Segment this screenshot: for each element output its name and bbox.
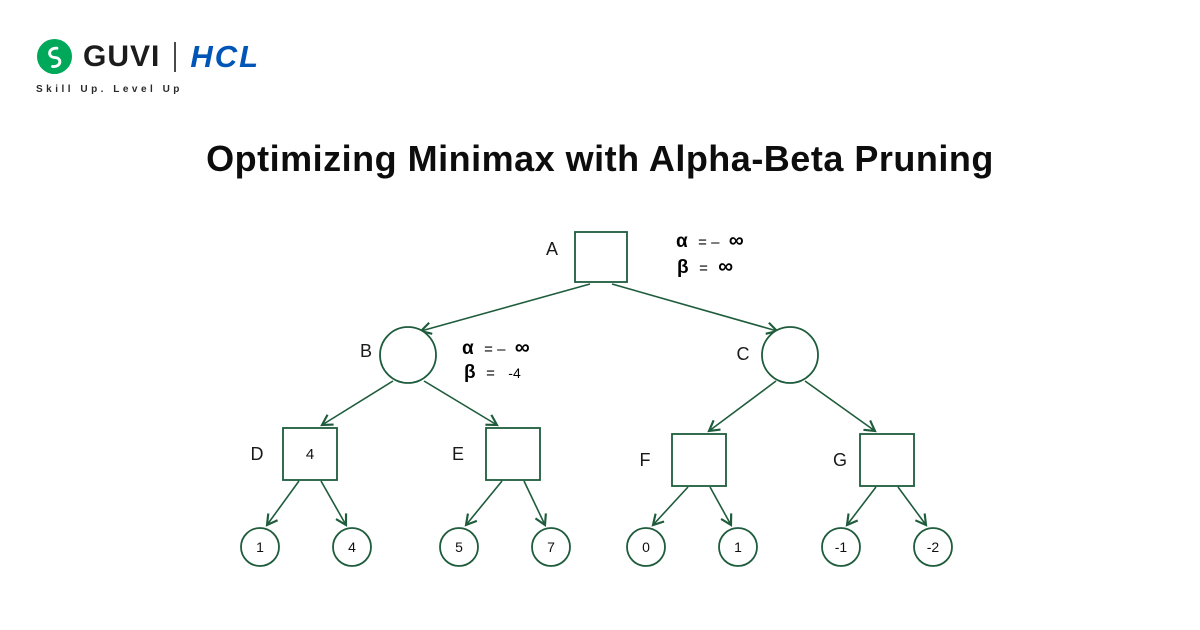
brand-lockup: GUVI HCL bbox=[36, 38, 260, 75]
leaf-value: 5 bbox=[455, 539, 463, 555]
leaf-node-g2: -2 bbox=[913, 527, 953, 567]
brand-divider bbox=[174, 41, 177, 72]
leaf-value: 0 bbox=[642, 539, 650, 555]
alpha-symbol: α bbox=[676, 231, 688, 252]
leaf-node-e2: 7 bbox=[531, 527, 571, 567]
annotation-node-b: α = – ∞ β = -4 bbox=[462, 336, 530, 383]
partner-logo: HCL bbox=[190, 38, 261, 74]
node-b: B bbox=[360, 326, 437, 384]
page-title: Optimizing Minimax with Alpha-Beta Pruni… bbox=[206, 138, 994, 179]
edge-b-e bbox=[423, 380, 499, 427]
leaf-node-f1: 0 bbox=[626, 527, 666, 567]
edge-g-leaf1 bbox=[845, 486, 877, 527]
edge-c-g bbox=[804, 380, 877, 433]
node-d-value: 4 bbox=[306, 446, 314, 463]
node-g-label: G bbox=[833, 450, 847, 470]
node-c: C bbox=[737, 326, 819, 384]
node-d-label: D bbox=[251, 444, 264, 464]
leaf-node-g1: -1 bbox=[821, 527, 861, 567]
beta-symbol: β bbox=[464, 362, 476, 383]
edge-e-leaf1 bbox=[464, 480, 503, 527]
brand-tagline: Skill Up. Level Up bbox=[36, 84, 183, 95]
annotation-root-alpha: α = – ∞ bbox=[676, 229, 744, 252]
brand-name: GUVI bbox=[83, 39, 161, 73]
header: GUVI HCL Skill Up. Level Up bbox=[36, 38, 260, 96]
alpha-symbol: α bbox=[462, 338, 474, 359]
node-g: G bbox=[833, 433, 915, 487]
node-f-label: F bbox=[640, 450, 651, 470]
node-b-label: B bbox=[360, 341, 372, 361]
node-d: D 4 bbox=[251, 427, 338, 481]
node-f: F bbox=[640, 433, 727, 487]
node-e-label: E bbox=[452, 444, 464, 464]
leaf-node-f2: 1 bbox=[718, 527, 758, 567]
node-a-label: A bbox=[546, 239, 558, 259]
leaf-node-e1: 5 bbox=[439, 527, 479, 567]
edge-a-b bbox=[418, 283, 591, 335]
edge-a-c bbox=[611, 283, 780, 335]
leaf-node-d2: 4 bbox=[332, 527, 372, 567]
leaf-value: 1 bbox=[256, 539, 264, 555]
leaf-value: 7 bbox=[547, 539, 555, 555]
guvi-logo-icon bbox=[36, 38, 73, 75]
annotation-root-beta: β = ∞ bbox=[677, 255, 733, 278]
node-a: A bbox=[546, 231, 628, 283]
edge-d-leaf1 bbox=[265, 480, 300, 527]
node-c-label: C bbox=[737, 344, 750, 364]
edge-e-leaf2 bbox=[523, 480, 547, 527]
leaf-node-d1: 1 bbox=[240, 527, 280, 567]
node-e: E bbox=[452, 427, 541, 481]
edge-b-d bbox=[320, 380, 394, 427]
annotation-b-beta: β = -4 bbox=[464, 362, 521, 383]
edge-f-leaf1 bbox=[651, 486, 689, 527]
leaf-value: 4 bbox=[348, 539, 356, 555]
beta-symbol: β bbox=[677, 257, 689, 278]
leaf-value: -1 bbox=[835, 539, 848, 555]
leaf-value: -2 bbox=[927, 539, 940, 555]
leaf-value: 1 bbox=[734, 539, 742, 555]
edge-g-leaf2 bbox=[897, 486, 928, 527]
annotation-root: α = – ∞ β = ∞ bbox=[676, 229, 744, 278]
edge-d-leaf2 bbox=[320, 480, 348, 527]
annotation-b-alpha: α = – ∞ bbox=[462, 336, 530, 359]
edge-f-leaf2 bbox=[709, 486, 733, 527]
edge-c-f bbox=[707, 380, 777, 433]
